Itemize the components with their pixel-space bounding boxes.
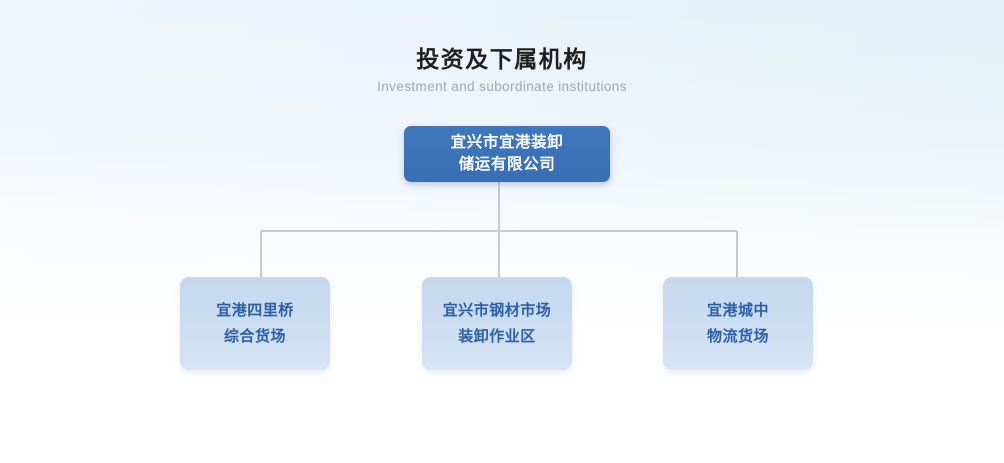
org-node-root[interactable]: 宜兴市宜港装卸 储运有限公司: [404, 126, 610, 182]
org-node-child-3-line2: 物流货场: [706, 327, 769, 345]
org-node-root-line1: 宜兴市宜港装卸: [450, 134, 564, 151]
org-node-child-1-line2: 综合货场: [223, 327, 286, 345]
org-node-child-2[interactable]: 宜兴市钢材市场 装卸作业区: [422, 277, 572, 370]
page-title: 投资及下属机构: [416, 46, 588, 72]
page-subtitle: Investment and subordinate institutions: [377, 79, 627, 94]
page-header: 投资及下属机构 Investment and subordinate insti…: [0, 44, 1004, 96]
org-node-child-1[interactable]: 宜港四里桥 综合货场: [180, 277, 330, 370]
org-node-child-3[interactable]: 宜港城中 物流货场: [663, 277, 813, 370]
org-node-child-2-line2: 装卸作业区: [458, 327, 536, 345]
org-node-root-line2: 储运有限公司: [458, 156, 556, 173]
org-node-child-3-line1: 宜港城中: [706, 301, 769, 319]
org-node-child-2-line1: 宜兴市钢材市场: [442, 301, 552, 319]
org-node-child-1-line1: 宜港四里桥: [216, 301, 294, 319]
